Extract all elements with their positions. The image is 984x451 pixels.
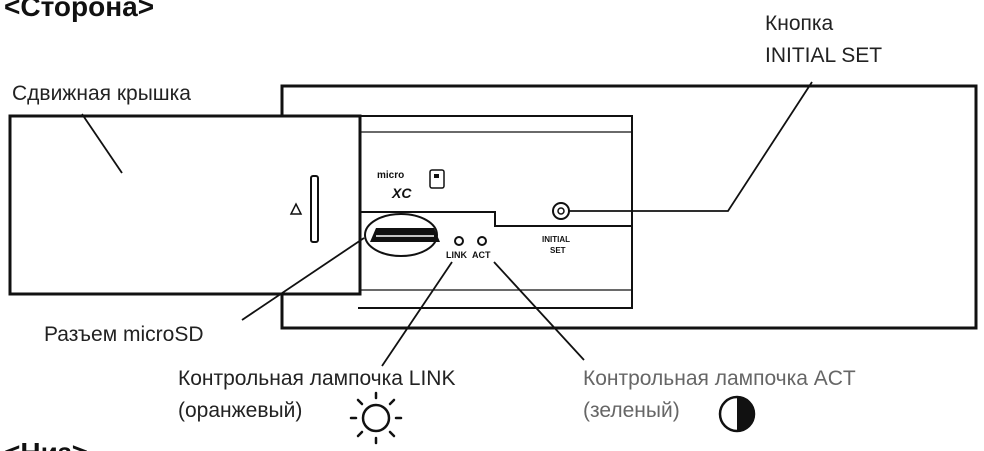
microsd-logo: micro XC [377, 169, 445, 201]
label-microsd-slot: Разъем microSD [44, 323, 204, 346]
svg-text:XC: XC [391, 185, 412, 201]
label-link-lamp-line1: Контрольная лампочка LINK [178, 367, 455, 390]
microsd-slot [364, 213, 440, 257]
cover-arrow-icon [289, 202, 303, 215]
half-circle-icon [718, 395, 756, 433]
link-marking: LINK [446, 250, 467, 260]
label-initial-set-line2: INITIAL SET [765, 44, 882, 67]
section-header-bottom: <Низ> [4, 437, 88, 451]
leader-lines [81, 81, 813, 367]
link-lamp [454, 236, 464, 246]
label-act-lamp-line1: Контрольная лампочка ACT [583, 367, 856, 390]
section-header-side: <Сторона> [4, 0, 154, 22]
label-link-lamp-line2: (оранжевый) [178, 399, 302, 422]
device-body [280, 84, 978, 330]
set-marking: SET [550, 246, 566, 255]
label-initial-set-line1: Кнопка [765, 12, 834, 35]
act-marking: ACT [472, 250, 491, 260]
sliding-cover [8, 114, 362, 296]
inner-panel [358, 115, 633, 309]
initial-marking: INITIAL [542, 235, 570, 244]
svg-text:micro: micro [377, 170, 404, 181]
sun-icon [349, 391, 403, 445]
label-sliding-cover: Сдвижная крышка [12, 82, 191, 105]
act-lamp [477, 236, 487, 246]
cover-slot [310, 175, 319, 243]
label-act-lamp-line2: (зеленый) [583, 399, 680, 422]
initial-set-button [552, 202, 570, 220]
